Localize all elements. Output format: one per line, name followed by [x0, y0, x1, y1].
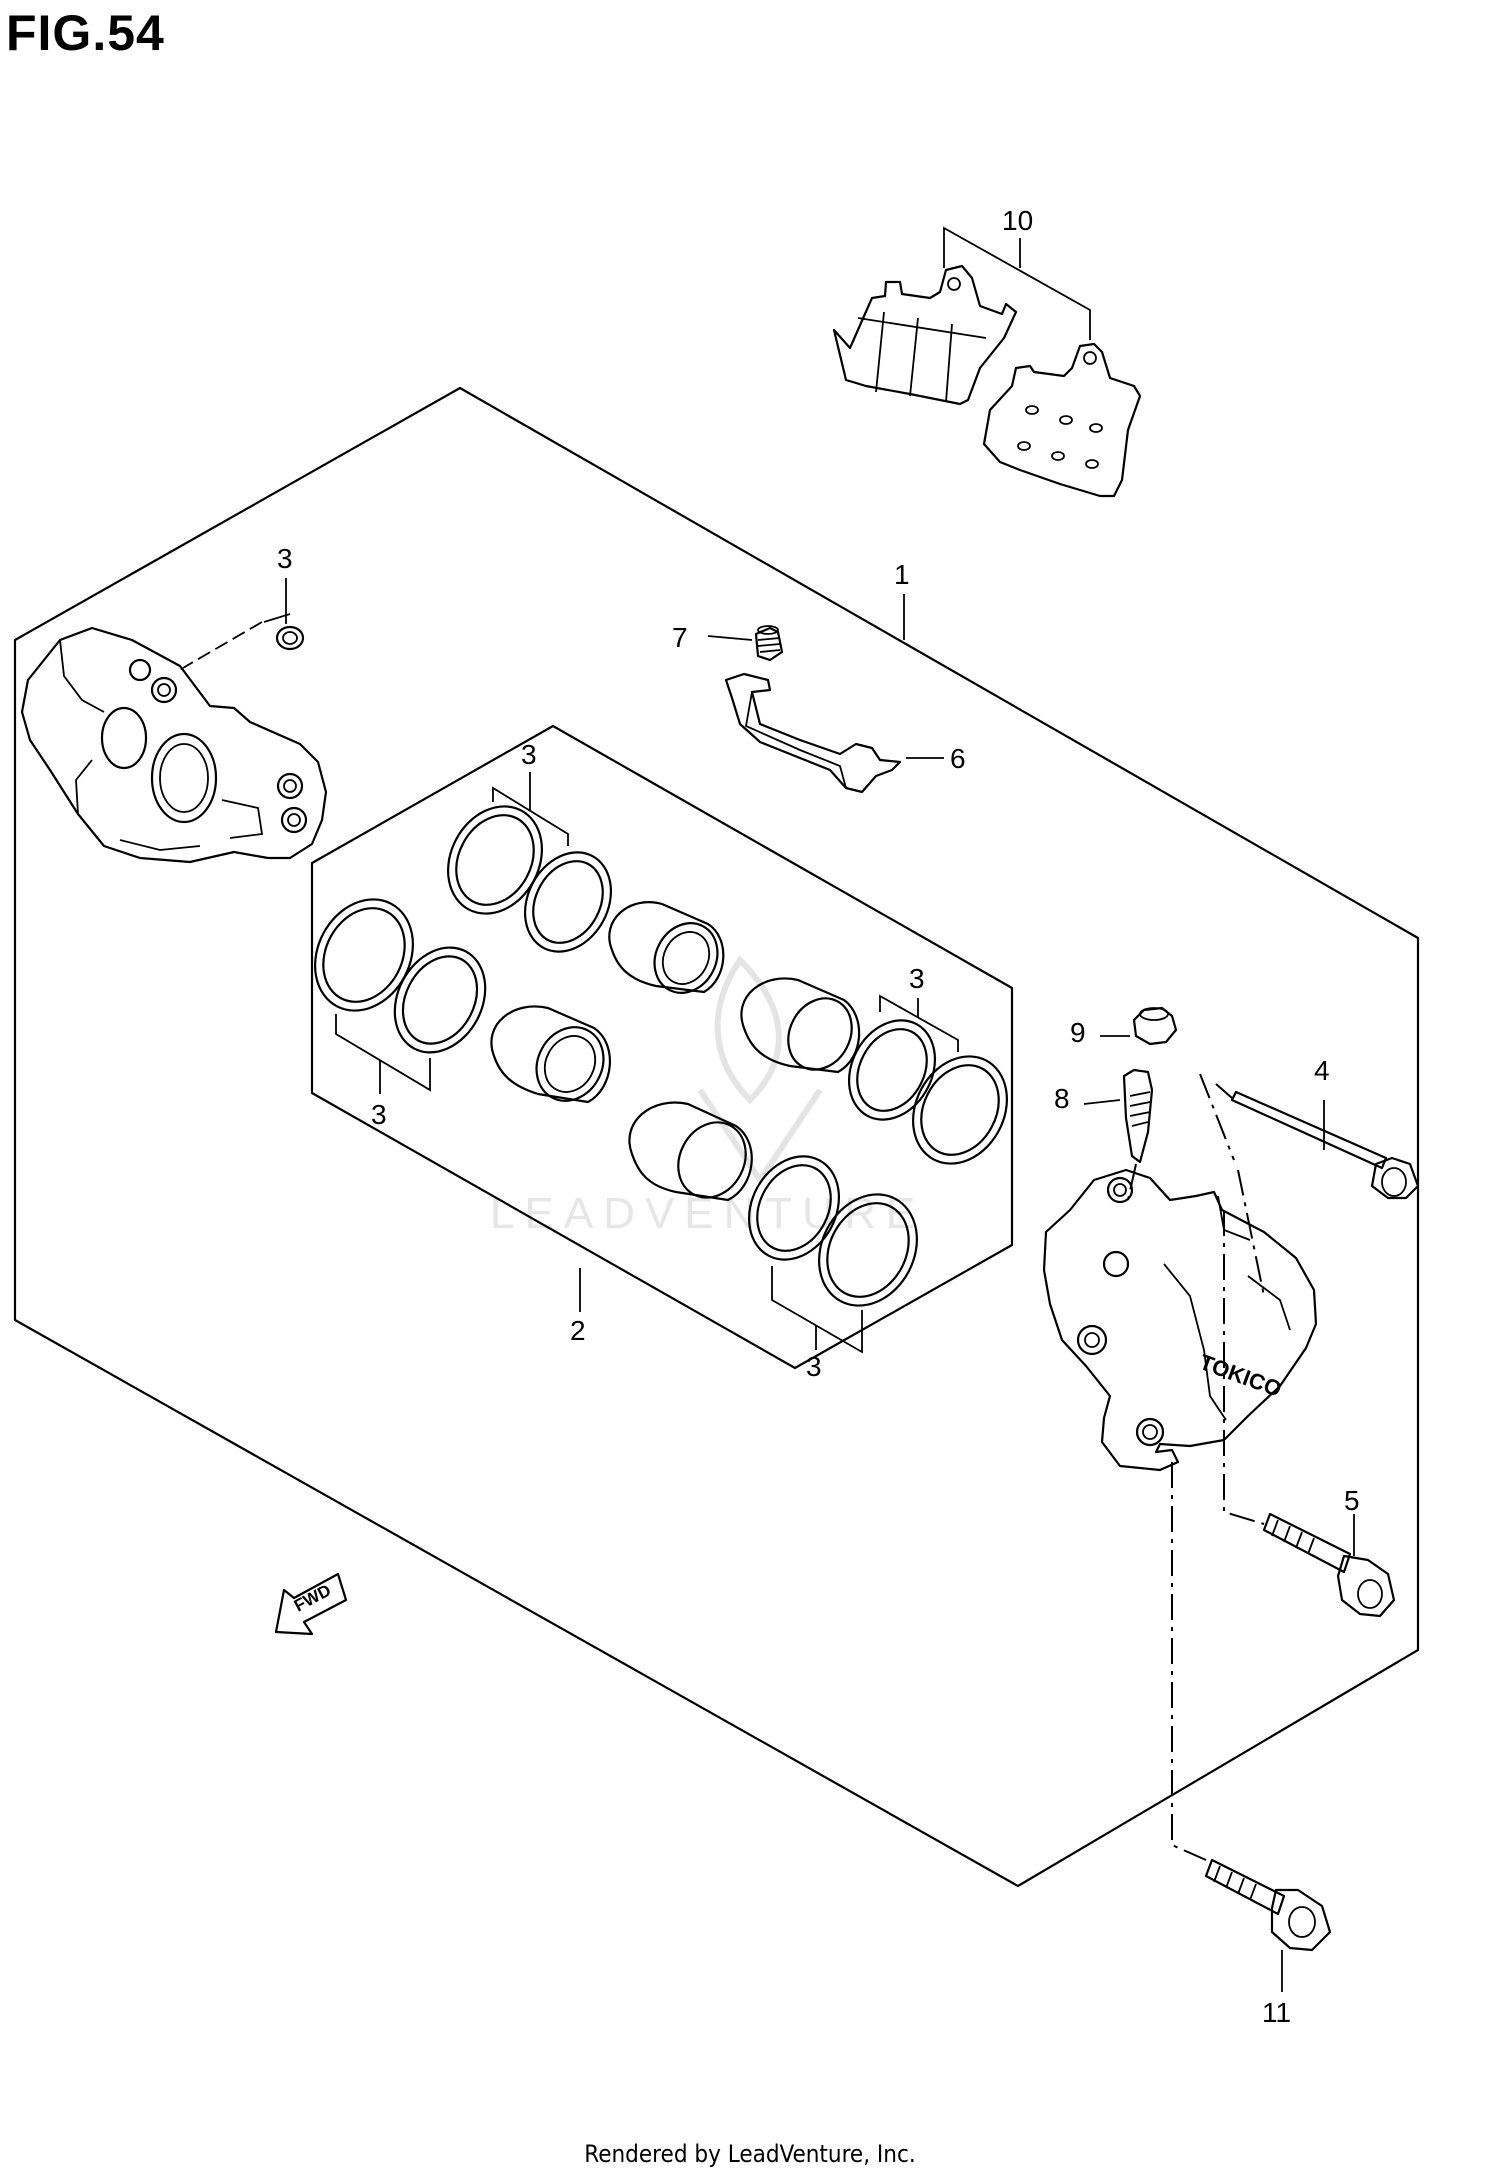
footer-credit: Rendered by LeadVenture, Inc.: [584, 2140, 916, 2168]
callout-3-bracket-right-top: [879, 994, 959, 1052]
callout-3-bracket-top: [492, 786, 569, 846]
pad-pin[interactable]: [1230, 1090, 1420, 1200]
callout-10-bracket: [943, 226, 1091, 340]
bleeder-cap[interactable]: [1132, 1006, 1178, 1046]
dust-seal[interactable]: [832, 1005, 951, 1134]
fwd-arrow: FWD: [274, 1572, 348, 1636]
callout-1: 1: [894, 559, 910, 590]
callout-3: 3: [909, 963, 925, 994]
callout-3-bracket-left: [335, 1014, 431, 1092]
piston[interactable]: [490, 1005, 616, 1112]
callout-3: 3: [371, 1099, 387, 1130]
callout-3: 3: [806, 1351, 822, 1382]
callout-7: 7: [672, 622, 688, 653]
callout-8: 8: [1054, 1083, 1070, 1114]
piston-seal[interactable]: [296, 882, 432, 1028]
brake-pad-rear[interactable]: [982, 342, 1142, 498]
watermark-logo: [697, 955, 823, 1186]
callout-3-bracket-right-bottom: [771, 1266, 863, 1354]
seal-kit-outline: [310, 724, 1014, 1370]
piston-seal[interactable]: [430, 790, 560, 930]
piston[interactable]: [740, 977, 863, 1080]
caliper-assembly-outline: [13, 386, 1420, 1888]
piston[interactable]: [608, 901, 729, 1004]
mounting-bolt[interactable]: [1262, 1512, 1396, 1618]
callout-2: 2: [570, 1315, 586, 1346]
pad-spring-bracket[interactable]: [724, 672, 902, 794]
callout-4: 4: [1314, 1055, 1330, 1086]
callout-10: 10: [1002, 205, 1033, 236]
o-ring-small[interactable]: [275, 625, 305, 651]
dust-seal[interactable]: [732, 1141, 857, 1276]
bleeder-valve[interactable]: [1122, 1068, 1154, 1164]
caliper-half-inner[interactable]: [20, 626, 328, 864]
callout-3: 3: [521, 739, 537, 770]
figure-title: FIG.54: [6, 5, 165, 61]
piston-seal[interactable]: [895, 1040, 1025, 1180]
dust-seal[interactable]: [508, 837, 627, 966]
dust-seal[interactable]: [377, 932, 503, 1069]
mounting-bolt[interactable]: [1204, 1858, 1332, 1952]
screw-part-7[interactable]: [754, 625, 784, 662]
callout-5: 5: [1344, 1485, 1360, 1516]
callout-11: 11: [1262, 1997, 1291, 2028]
callout-9: 9: [1070, 1017, 1086, 1048]
callout-6: 6: [950, 743, 966, 774]
brake-pad-front[interactable]: [832, 264, 1018, 406]
caliper-half-outer[interactable]: TOKICO: [1042, 1168, 1318, 1472]
callout-3: 3: [277, 543, 293, 574]
piston[interactable]: [628, 1101, 758, 1210]
piston-seal[interactable]: [800, 1177, 936, 1323]
